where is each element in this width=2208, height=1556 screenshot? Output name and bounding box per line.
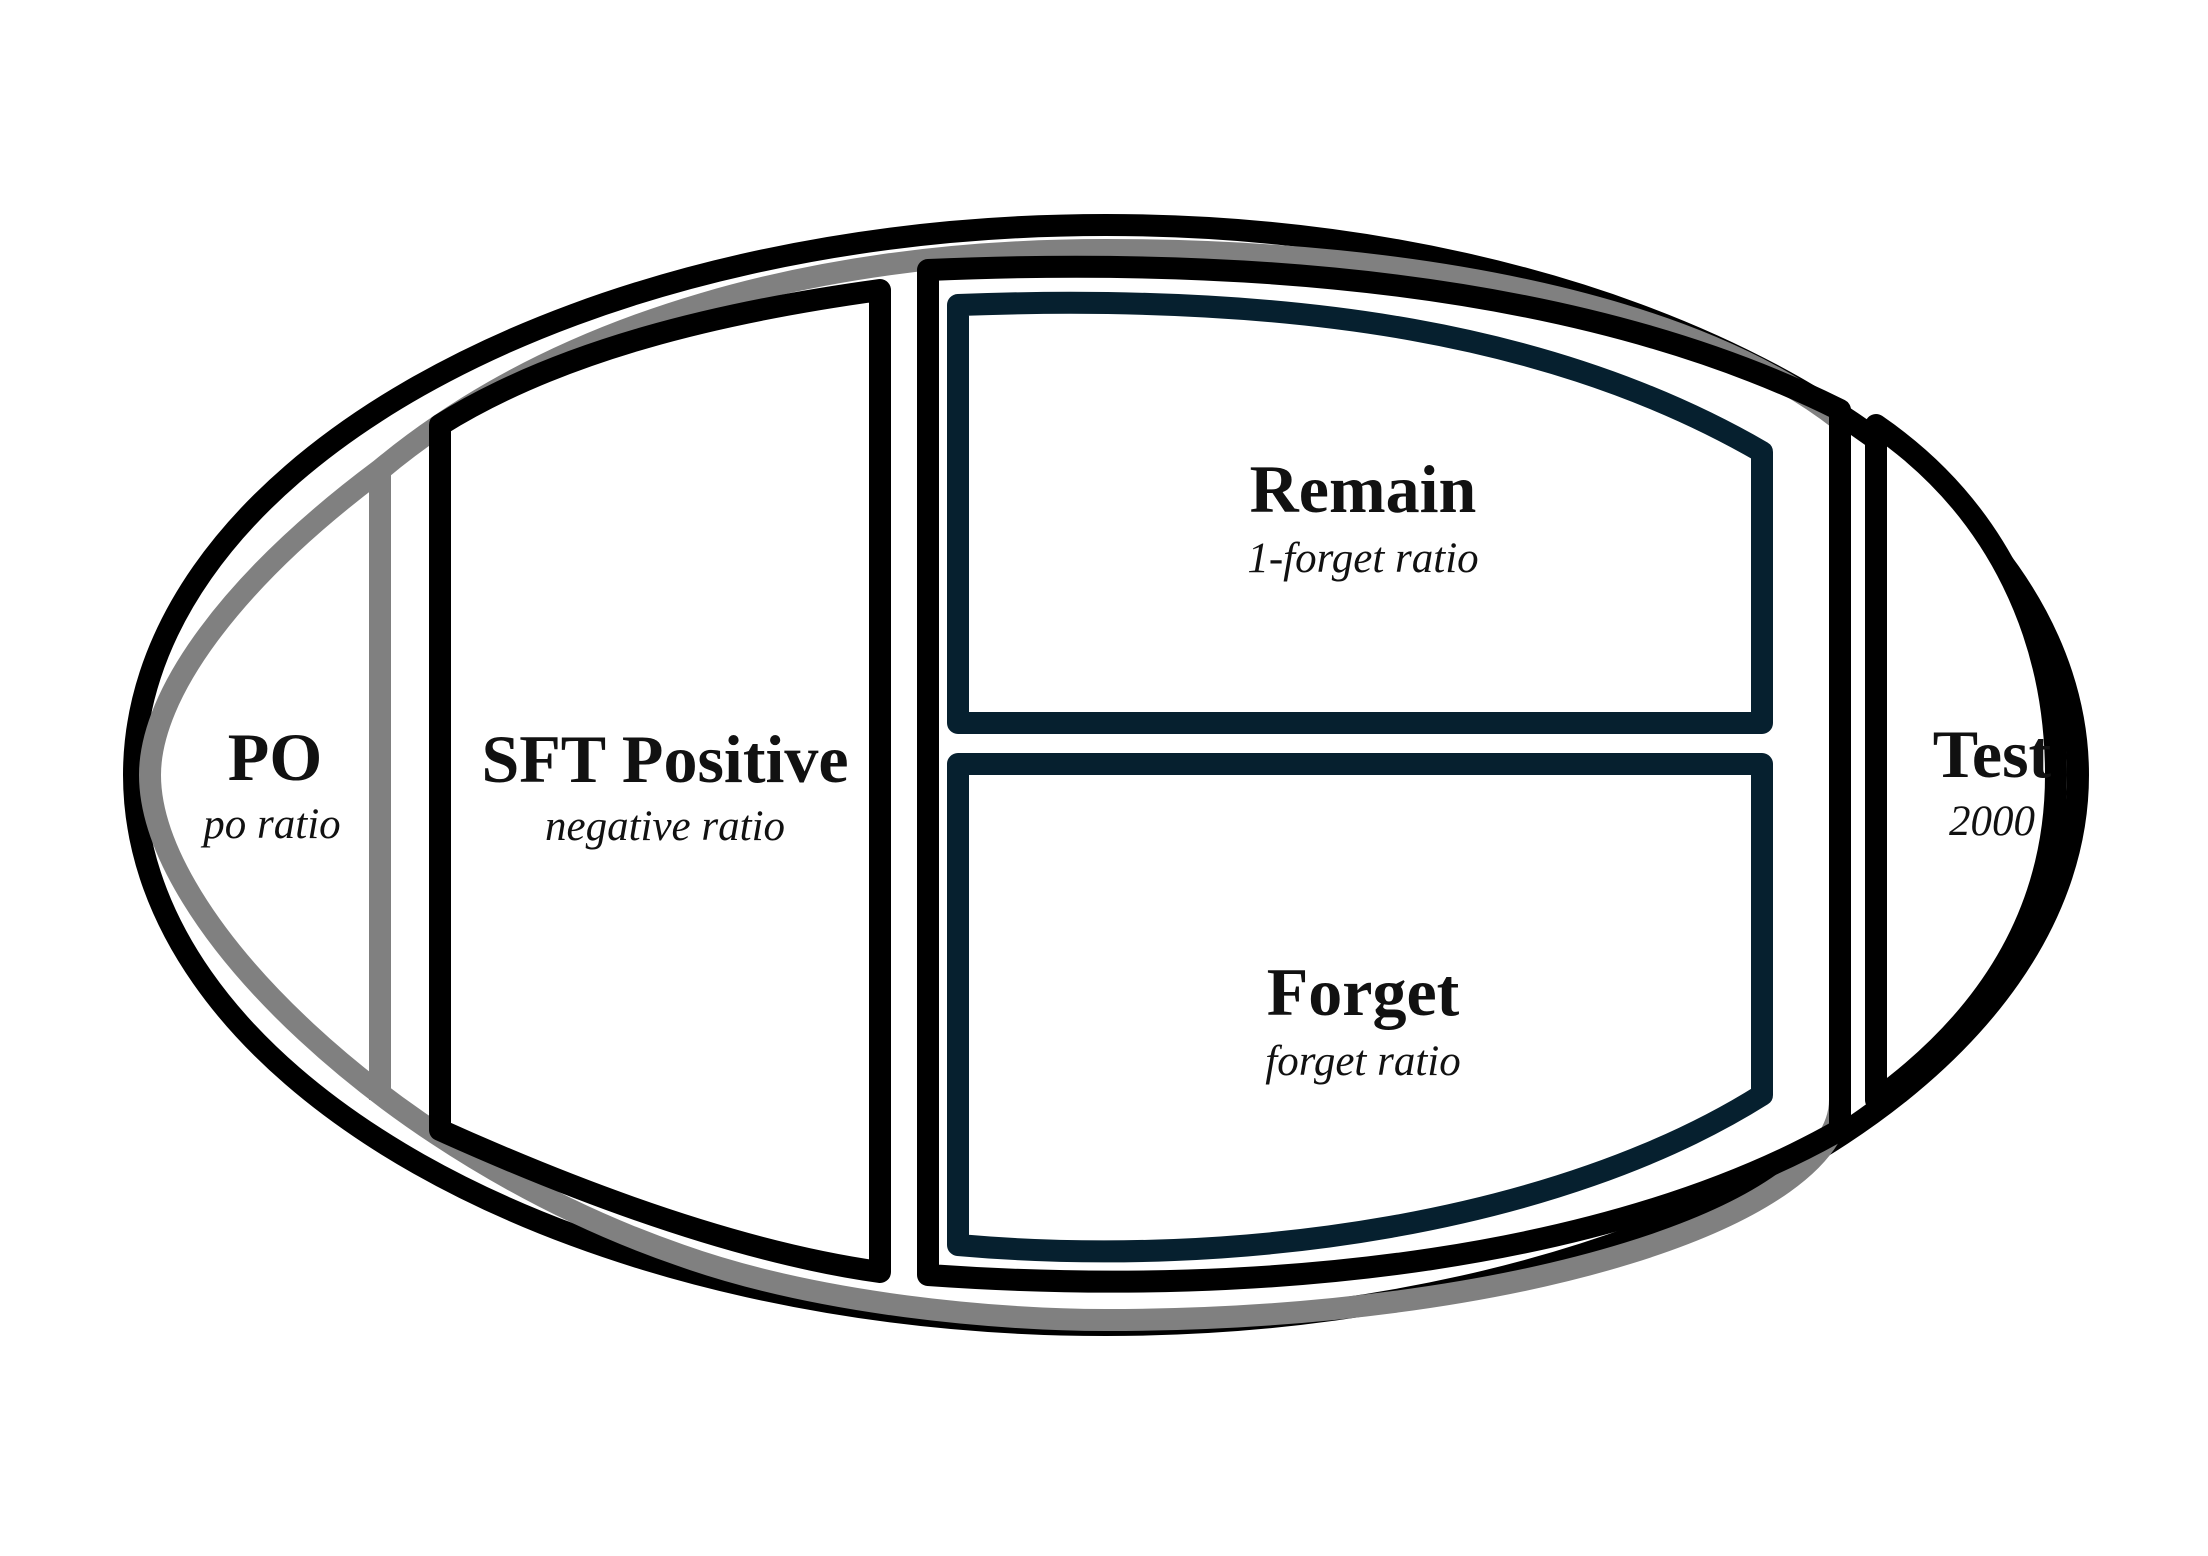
sft-positive-region-border [429,279,891,1283]
sft-positive-title: SFT Positive [481,721,848,797]
remain-title: Remain [1250,451,1477,527]
remain-label-group: Remain 1-forget ratio [1247,451,1478,582]
forget-title: Forget [1267,954,1460,1030]
sft-positive-subtitle: negative ratio [545,803,785,850]
split-container-border [917,255,1851,1293]
test-subtitle: 2000 [1949,798,2035,845]
forget-region-border [947,753,1773,1263]
po-subtitle: po ratio [200,801,340,848]
remain-region-border [947,291,1773,734]
test-title: Test [1933,716,2052,792]
po-label-group: PO po ratio [200,719,340,848]
forget-label-group: Forget forget ratio [1265,954,1461,1085]
po-title: PO [228,719,322,795]
forget-subtitle: forget ratio [1265,1038,1461,1085]
test-label-group: Test 2000 [1933,716,2052,845]
sft-positive-label-group: SFT Positive negative ratio [481,721,848,850]
remain-subtitle: 1-forget ratio [1247,535,1478,582]
test-region-border [1865,414,2067,1111]
po-region-border [139,239,1851,1331]
